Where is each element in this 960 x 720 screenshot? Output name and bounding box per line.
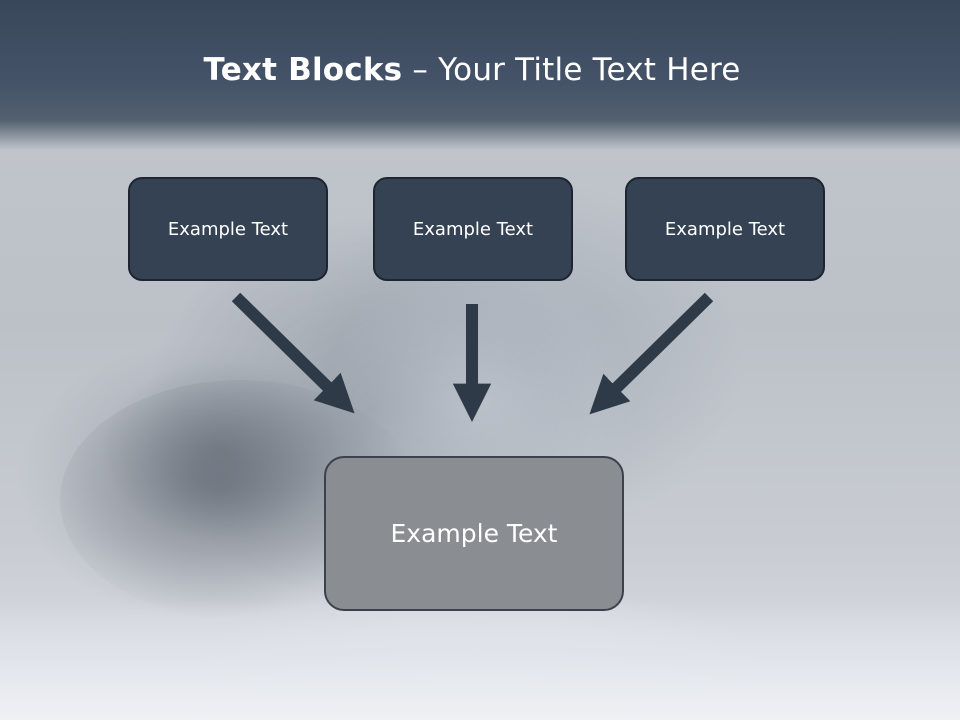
top-box-right-label: Example Text (664, 218, 786, 240)
bottom-box: Example Text (324, 456, 624, 611)
top-box-left-label: Example Text (167, 218, 289, 240)
title-rest: Your Title Text Here (438, 52, 741, 88)
top-box-left: Example Text (128, 177, 328, 281)
top-box-center: Example Text (373, 177, 573, 281)
top-box-right: Example Text (625, 177, 825, 281)
arrow-left (231, 292, 355, 414)
arrow-right (589, 292, 714, 415)
background-snow (0, 600, 960, 720)
top-box-center-label: Example Text (412, 218, 534, 240)
title-bold: Text Blocks (203, 52, 403, 88)
title-separator: – (402, 52, 439, 88)
title-band (0, 0, 960, 150)
bottom-box-label: Example Text (390, 519, 558, 548)
slide-title: Text Blocks – Your Title Text Here (0, 52, 944, 88)
